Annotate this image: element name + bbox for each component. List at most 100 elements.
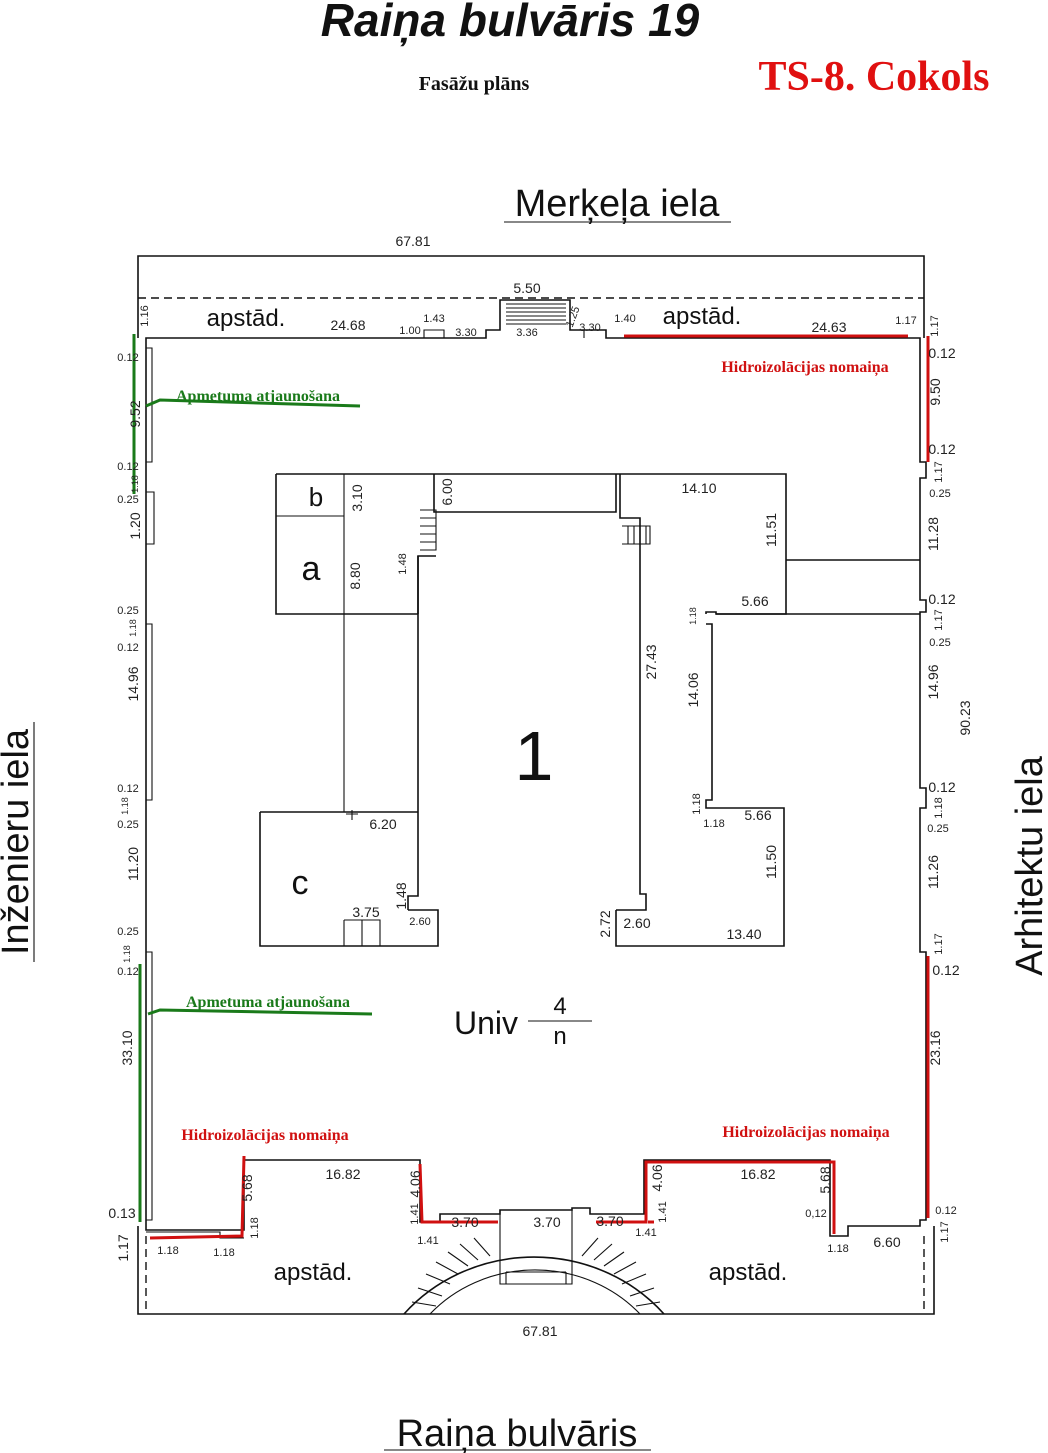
dim-e-11-26: 11.26 xyxy=(925,855,941,889)
dim-e-0-12d: 0.12 xyxy=(928,779,955,795)
north-site-boundary xyxy=(137,255,925,338)
rotunda-outer xyxy=(403,1256,665,1315)
dim-w-1-18d: 1.18 xyxy=(122,945,132,963)
page-title: Raiņa bulvāris 19 xyxy=(321,0,700,47)
dim-w-1-18b: 1.18 xyxy=(128,619,138,637)
dim-s-3-70c: 3.70 xyxy=(596,1213,623,1229)
hidro-label-southeast: Hidroizolācijas nomaiņa xyxy=(722,1124,889,1142)
dim-north-left: 24.68 xyxy=(330,317,365,333)
south-site-boundary xyxy=(137,1226,935,1315)
dim-bottom-total: 67.81 xyxy=(522,1323,557,1339)
dim-s-1-18c: 1.18 xyxy=(249,1217,261,1238)
dim-s-1-18b: 1.18 xyxy=(213,1247,234,1259)
dim-e-14-96: 14.96 xyxy=(925,664,941,699)
dim-w-0-12b: 0.12 xyxy=(117,461,138,473)
dim-north-right: 24.63 xyxy=(811,319,846,335)
dim-s-1-18a: 1.18 xyxy=(157,1245,178,1257)
dim-i-13-40: 13.40 xyxy=(726,926,761,942)
room-b-label: b xyxy=(309,482,323,512)
dim-e-1-18: 1.18 xyxy=(933,797,945,818)
room-a-label: a xyxy=(302,550,321,588)
dim-i-1-18c: 1.18 xyxy=(703,818,724,830)
apstad-north-east: apstād. xyxy=(663,303,742,330)
room-1-label: 1 xyxy=(515,717,554,795)
hidro-label-southwest: Hidroizolācijas nomaiņa xyxy=(181,1127,348,1145)
rooms-ab-divider xyxy=(276,474,345,812)
univ-label: Univ xyxy=(454,1005,518,1041)
dim-w-0-25c: 0.25 xyxy=(117,819,138,831)
univ-denominator: n xyxy=(553,1023,566,1050)
dim-n-1-40: 1.40 xyxy=(614,313,635,325)
room-c-stair xyxy=(343,919,381,946)
apmet-label-top: Apmetuma atjaunošana xyxy=(176,388,340,405)
dim-n-1-16: 1.16 xyxy=(139,305,151,326)
dim-i-11-51: 11.51 xyxy=(763,513,779,547)
page-subtitle: Fasāžu plāns xyxy=(419,73,530,95)
dim-w-33-10: 33.10 xyxy=(119,1030,135,1065)
courtyard-stair-east xyxy=(622,525,651,545)
dim-e-0-25b: 0.25 xyxy=(929,637,950,649)
courtyard-stair-west xyxy=(420,509,437,551)
courtyard-east-wing xyxy=(615,623,785,947)
dim-s-1-41c: 1.41 xyxy=(657,1201,669,1222)
dim-e-1-17b: 1.17 xyxy=(933,461,945,482)
dim-w-1-17: 1.17 xyxy=(115,1234,131,1261)
rotunda-step-lines xyxy=(411,1237,661,1307)
dim-e-11-28: 11.28 xyxy=(925,517,941,551)
rooms-ab-outline xyxy=(275,474,418,615)
dim-n-1-17: 1.17 xyxy=(895,315,916,327)
dim-e-1-17d: 1.17 xyxy=(933,933,945,954)
courtyard-west xyxy=(407,556,419,910)
courtyard-east xyxy=(616,556,647,911)
dim-s-0-12: 0,12 xyxy=(805,1208,826,1220)
north-entrance-niches xyxy=(423,329,606,338)
street-west: Inženieru iela xyxy=(0,728,37,955)
dim-s-4-06b: 4.06 xyxy=(649,1164,665,1191)
dim-i-6-20: 6.20 xyxy=(369,816,396,832)
dim-i-1-48b: 1.48 xyxy=(393,882,409,909)
dim-i-1-48a: 1.48 xyxy=(397,553,409,574)
dim-w-1-18a: 1.18 xyxy=(130,475,140,493)
dim-stair-top: 5.50 xyxy=(513,280,540,296)
dim-s-16-82a: 16.82 xyxy=(325,1166,360,1182)
dim-w-1-20: 1.20 xyxy=(127,512,143,539)
dim-s-4-06a: 4.06 xyxy=(407,1170,423,1197)
dim-s-1-41b: 1.41 xyxy=(417,1235,438,1247)
dim-n-1-00: 1.00 xyxy=(399,325,420,337)
apmet-label-bottom: Apmetuma atjaunošana xyxy=(186,994,350,1011)
dim-i-3-10: 3.10 xyxy=(349,484,365,511)
dim-e-0-12c: 0.12 xyxy=(928,591,955,607)
courtyard-north xyxy=(433,474,641,556)
sheet-label: TS-8. Cokols xyxy=(758,54,989,100)
west-pilaster-3 xyxy=(146,623,153,801)
dim-s-6-60: 6.60 xyxy=(873,1234,900,1250)
dim-i-5-66b: 5.66 xyxy=(744,807,771,823)
dim-w-0-25b: 0.25 xyxy=(117,605,138,617)
north-entrance-steps xyxy=(506,303,566,325)
dim-s-3-70a: 3.70 xyxy=(451,1214,478,1230)
apmet-leader-top xyxy=(145,398,361,408)
dim-e-23-16: 23.16 xyxy=(927,1030,943,1065)
dim-s-16-82b: 16.82 xyxy=(740,1166,775,1182)
room-c-cross-mark xyxy=(346,810,358,820)
dim-e-0-25a: 0.25 xyxy=(929,488,950,500)
apstad-south-west: apstād. xyxy=(274,1259,353,1286)
dim-e-0-12b: 0.12 xyxy=(928,441,955,457)
dim-i-27-43: 27.43 xyxy=(643,644,659,679)
hidro-line-southwest xyxy=(149,1155,246,1240)
dim-i-2-72: 2.72 xyxy=(597,910,613,937)
west-pilaster-4 xyxy=(146,951,153,1221)
dim-i-14-10: 14.10 xyxy=(681,480,716,496)
dim-s-5-68b: 5.68 xyxy=(817,1166,833,1193)
dim-w-0-13: 0.13 xyxy=(108,1205,135,1221)
street-south: Raiņa bulvāris xyxy=(397,1413,638,1453)
dim-e-1-17c: 1.17 xyxy=(933,609,945,630)
hidro-line-south-center-right xyxy=(596,1160,836,1234)
dim-n-3-36: 3.36 xyxy=(516,327,537,339)
dim-n-3-30b: 3.30 xyxy=(579,322,600,334)
dim-top-total: 67.81 xyxy=(395,233,430,249)
dim-i-1-18b: 1.18 xyxy=(691,793,703,814)
dim-east-total: 90.23 xyxy=(957,700,973,735)
dim-i-1-18a: 1.18 xyxy=(688,607,698,625)
dim-n-3-30a: 3.30 xyxy=(455,327,476,339)
